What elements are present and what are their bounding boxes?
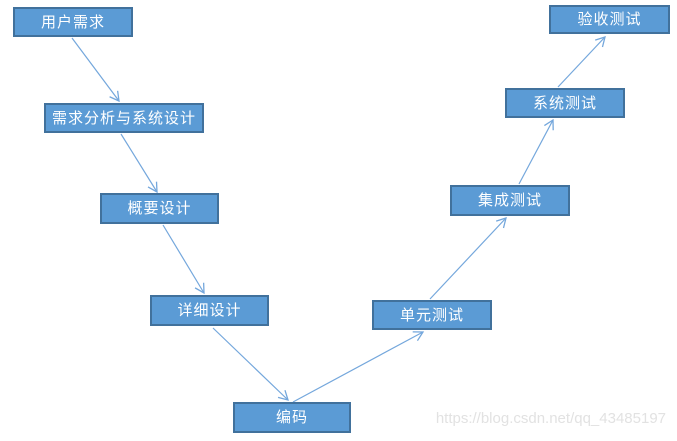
node-label: 系统测试 xyxy=(532,94,597,112)
node-label: 单元测试 xyxy=(399,306,464,324)
connector-arrow-coding-to-unit-testing xyxy=(292,331,425,403)
node-label: 用户需求 xyxy=(40,13,105,31)
node-label: 编码 xyxy=(275,409,308,426)
node-label: 详细设计 xyxy=(177,302,242,319)
diagram-node-acceptance-testing: 验收测试 xyxy=(549,5,670,34)
node-label: 需求分析与系统设计 xyxy=(51,109,196,127)
diagram-node-unit-testing: 单元测试 xyxy=(372,300,492,330)
node-label: 集成测试 xyxy=(477,192,542,209)
diagram-node-coding: 编码 xyxy=(233,402,351,433)
watermark-url: https://blog.csdn.net/qq_43485197 xyxy=(435,410,666,427)
diagram-node-requirements-analysis-system-design: 需求分析与系统设计 xyxy=(44,103,204,133)
diagram-node-high-level-design: 概要设计 xyxy=(100,193,219,224)
diagram-node-integration-testing: 集成测试 xyxy=(450,185,570,216)
connector-arrow-detailed-design-to-coding xyxy=(212,327,289,401)
connector-arrow-integration-testing-to-system-testing xyxy=(518,118,554,185)
connector-arrow-user-requirements-to-requirements-analysis-system-design xyxy=(71,37,120,103)
connector-arrow-unit-testing-to-integration-testing xyxy=(429,217,507,300)
diagram-node-user-requirements: 用户需求 xyxy=(13,7,133,37)
diagram-node-detailed-design: 详细设计 xyxy=(150,295,269,326)
connector-arrow-high-level-design-to-detailed-design xyxy=(162,224,205,295)
diagram-node-system-testing: 系统测试 xyxy=(505,88,625,118)
connector-arrow-requirements-analysis-system-design-to-high-level-design xyxy=(120,133,158,194)
node-label: 概要设计 xyxy=(127,200,192,217)
node-label: 验收测试 xyxy=(577,11,642,28)
connector-arrow-system-testing-to-acceptance-testing xyxy=(557,36,606,88)
